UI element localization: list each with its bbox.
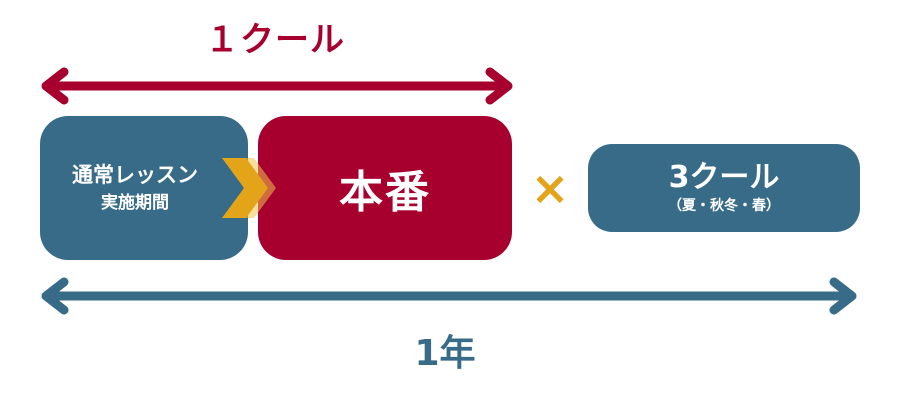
main-show-box: 本番 [258,116,512,260]
lesson-period-line1: 通常レッスン [72,163,198,187]
three-cour-box: 3クール （夏・秋冬・春） [588,144,860,232]
three-cour-label: 3クール [668,160,780,195]
chevron-right-icon [222,158,276,218]
main-show-label: 本番 [339,167,431,218]
bottom-span-label: 1年 [414,333,476,374]
three-cour-seasons: （夏・秋冬・春） [668,198,780,214]
bottom-span-arrow [41,277,857,315]
top-span-arrow [41,67,513,105]
top-span-label: １クール [205,20,345,60]
lesson-period-line2: 実施期間 [101,193,169,213]
lesson-period-box: 通常レッスン 実施期間 [40,116,248,260]
multiply-icon: × [530,161,570,215]
